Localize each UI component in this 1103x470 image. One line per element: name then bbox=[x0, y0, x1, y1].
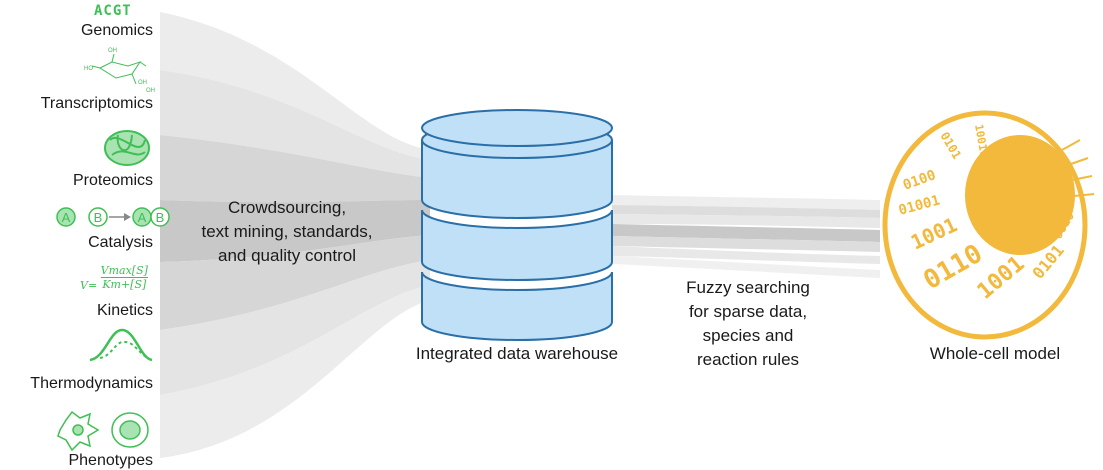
michaelis-menten-formula: V= Vmax[S] Km+[S] bbox=[80, 264, 148, 292]
genomics-sequence: ACGT bbox=[94, 3, 132, 19]
stream-phenotypes bbox=[160, 285, 430, 458]
out-stream-5 bbox=[612, 236, 880, 252]
curation-note: Crowdsourcing, text mining, standards, a… bbox=[201, 198, 373, 265]
label-kinetics: Kinetics bbox=[96, 302, 153, 319]
out-stream-7 bbox=[612, 256, 880, 278]
svg-text:OH: OH bbox=[108, 48, 117, 54]
protein-icon bbox=[104, 130, 150, 166]
input-streams bbox=[160, 12, 430, 458]
out-stream-3 bbox=[612, 214, 880, 228]
label-genomics: Genomics bbox=[80, 22, 153, 39]
whole-cell-icon: 0100 01001 1001 0110 1001 0101 0010 0101… bbox=[882, 110, 1095, 340]
out-stream-6 bbox=[612, 246, 880, 264]
formula-numerator: Vmax[S] bbox=[100, 264, 148, 278]
svg-text:OH: OH bbox=[146, 88, 155, 94]
stream-thermodynamics bbox=[160, 260, 430, 395]
label-catalysis: Catalysis bbox=[88, 234, 153, 251]
out-stream-1 bbox=[612, 195, 880, 210]
stream-kinetics bbox=[160, 235, 430, 330]
reaction-icon: A B A B bbox=[56, 207, 170, 227]
out-stream-4 bbox=[612, 224, 880, 242]
formula-denominator: Km+[S] bbox=[102, 278, 147, 291]
product-a: A bbox=[138, 210, 147, 225]
output-streams bbox=[612, 195, 880, 278]
formula-lhs: V= bbox=[80, 278, 98, 292]
database-icon bbox=[421, 109, 613, 341]
stream-catalysis bbox=[160, 200, 430, 262]
sugar-molecule-icon: OH HO OH OH bbox=[84, 48, 155, 94]
svg-text:HO: HO bbox=[84, 66, 93, 72]
warehouse-label: Integrated data warehouse bbox=[415, 344, 619, 363]
fuzzy-search-note: Fuzzy searching for sparse data, species… bbox=[686, 278, 810, 369]
out-stream-2 bbox=[612, 205, 880, 218]
cell-phenotype-icons bbox=[57, 410, 149, 452]
label-phenotypes: Phenotypes bbox=[68, 452, 153, 469]
stream-genomics bbox=[160, 12, 430, 160]
stream-proteomics bbox=[160, 135, 430, 203]
whole-cell-label: Whole-cell model bbox=[929, 344, 1061, 363]
label-transcriptomics: Transcriptomics bbox=[40, 95, 153, 112]
stream-transcriptomics bbox=[160, 70, 430, 178]
energy-curve-icon bbox=[89, 328, 153, 362]
svg-text:OH: OH bbox=[138, 80, 147, 86]
label-proteomics: Proteomics bbox=[72, 172, 153, 189]
reactant-a: A bbox=[62, 210, 71, 225]
product-b: B bbox=[156, 210, 165, 225]
label-thermodynamics: Thermodynamics bbox=[30, 375, 153, 392]
svg-text:10010: 10010 bbox=[972, 123, 991, 158]
reactant-b: B bbox=[94, 210, 103, 225]
